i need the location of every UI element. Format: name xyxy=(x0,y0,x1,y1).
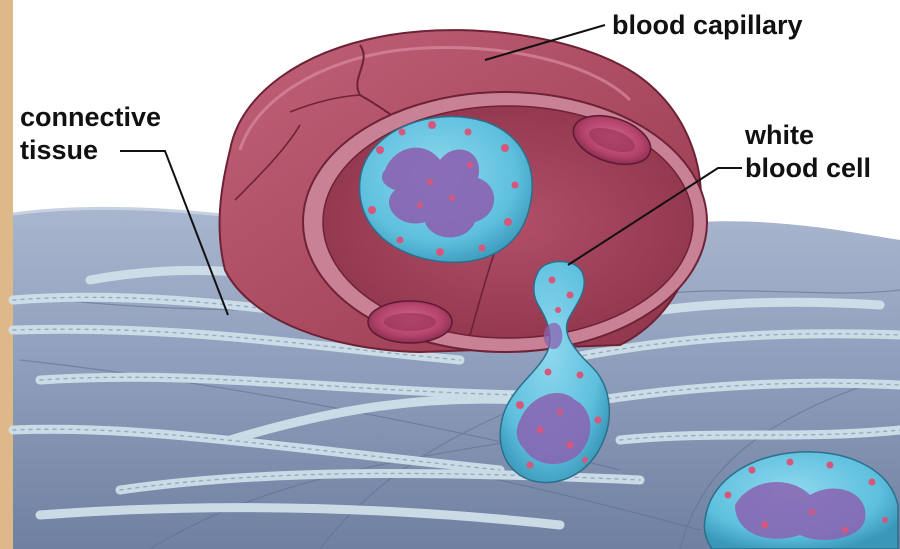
label-blood-capillary: blood capillary xyxy=(612,10,803,40)
label-white-blood-cell-line1: white xyxy=(744,120,814,150)
red-blood-cell-lower xyxy=(368,301,452,343)
label-connective-tissue-line2: tissue xyxy=(20,135,98,165)
left-side-strip xyxy=(0,0,13,549)
label-white-blood-cell-line2: blood cell xyxy=(745,153,871,183)
white-blood-cell-in-lumen xyxy=(360,117,533,263)
label-connective-tissue-line1: connective xyxy=(20,102,161,132)
